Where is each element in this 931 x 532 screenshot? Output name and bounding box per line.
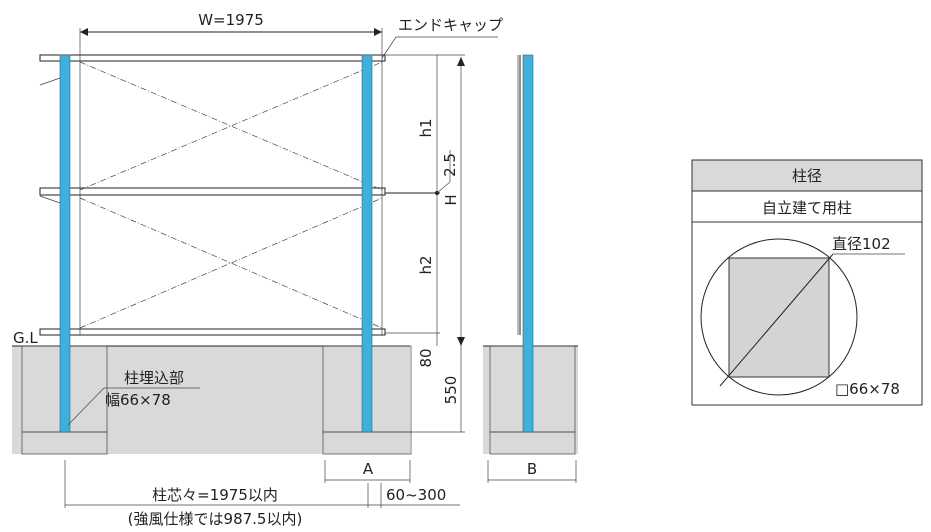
embed-callout: 柱埋込部 幅66×78 bbox=[67, 369, 200, 426]
post-diameter-table: 柱径 自立建て用柱 直径102 □66×78 bbox=[691, 159, 923, 406]
footing-b-label: B bbox=[527, 460, 537, 478]
above-ground-label: 80 bbox=[417, 348, 435, 367]
post-right bbox=[361, 54, 373, 433]
diameter-label: 直径102 bbox=[832, 235, 891, 253]
footing-a-label: A bbox=[363, 460, 374, 478]
height-label: H bbox=[442, 194, 460, 205]
post-pitch-note: (強風仕様では987.5以内) bbox=[128, 510, 303, 528]
width-label: W=1975 bbox=[198, 11, 264, 29]
ground-front bbox=[12, 345, 412, 455]
h1-label: h1 bbox=[417, 118, 435, 137]
h2-label: h2 bbox=[417, 255, 435, 274]
bottom-dimensions: A B 柱芯々=1975以内 60~300 (強風仕様では987.5以内) bbox=[64, 460, 577, 528]
end-cap-callout: エンドキャップ bbox=[381, 16, 503, 59]
height-dimensions: h1 2.5 H h2 80 550 bbox=[385, 54, 465, 433]
embed-width-label: 幅66×78 bbox=[105, 391, 171, 409]
fence-panels bbox=[39, 54, 386, 336]
embed-depth-label: 550 bbox=[442, 376, 460, 405]
gap-label: 2.5 bbox=[441, 153, 459, 177]
post-pitch-label: 柱芯々=1975以内 bbox=[152, 486, 278, 504]
ground-line-label: G.L bbox=[13, 329, 38, 347]
section-label: □66×78 bbox=[835, 380, 900, 398]
width-dimension: W=1975 bbox=[79, 11, 383, 55]
end-cap-label: エンドキャップ bbox=[398, 16, 503, 34]
embed-part-label: 柱埋込部 bbox=[124, 369, 184, 387]
post-left bbox=[59, 54, 71, 433]
post-side bbox=[522, 54, 534, 433]
offset-label: 60~300 bbox=[386, 486, 446, 504]
table-row-label: 自立建て用柱 bbox=[762, 199, 852, 217]
table-header: 柱径 bbox=[792, 167, 822, 185]
